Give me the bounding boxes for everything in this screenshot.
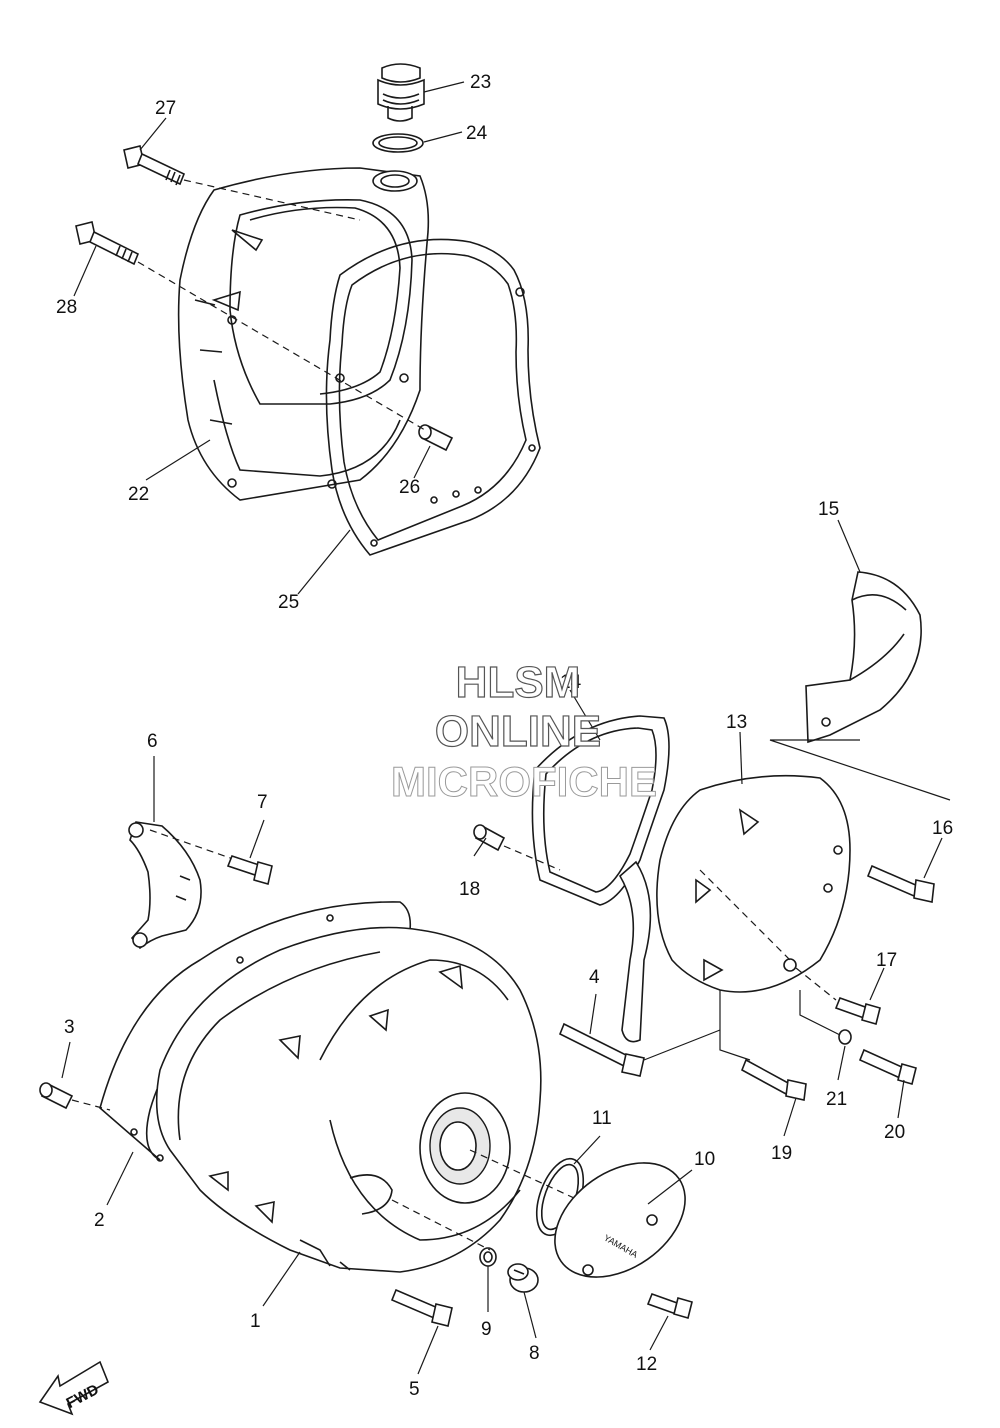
leader-lines [61, 81, 943, 1375]
label-part-28: 28 [56, 297, 77, 318]
bolt-5 [390, 1288, 453, 1327]
dowel-3 [39, 1082, 74, 1110]
bolt-27 [123, 145, 186, 186]
round-cover-10: YAMAHA [554, 1162, 686, 1278]
forward-direction-arrow: FWD [38, 1360, 110, 1416]
label-part-17: 17 [876, 950, 897, 971]
label-part-6: 6 [147, 731, 158, 752]
label-part-26: 26 [399, 477, 420, 498]
bolt-19 [740, 1058, 807, 1101]
label-part-1: 1 [250, 1311, 261, 1332]
label-part-7: 7 [257, 792, 268, 813]
label-part-19: 19 [771, 1143, 792, 1164]
watermark-line-2: ONLINE [435, 707, 601, 756]
o-ring-24 [372, 133, 424, 153]
label-part-18: 18 [459, 879, 480, 900]
part-number-labels: 23 24 27 28 22 26 25 15 14 13 6 7 16 18 … [56, 72, 953, 1400]
watermark-line-3: MICROFICHE [391, 758, 657, 805]
label-part-9: 9 [481, 1319, 492, 1340]
label-part-12: 12 [636, 1354, 657, 1375]
label-part-20: 20 [884, 1122, 905, 1143]
bolt-16 [866, 864, 935, 903]
bolt-20 [858, 1048, 917, 1085]
bell-housing [177, 167, 430, 501]
label-part-27: 27 [155, 98, 176, 119]
label-part-3: 3 [64, 1017, 75, 1038]
shroud-15 [805, 571, 922, 744]
cover-13 [656, 774, 851, 993]
pin-18 [473, 824, 506, 852]
bolt-28 [75, 221, 140, 266]
label-part-14: 14 [560, 672, 582, 693]
bracket-arm [618, 860, 652, 1043]
label-part-23: 23 [470, 72, 491, 93]
washer-21 [838, 1029, 852, 1045]
label-part-25: 25 [278, 592, 299, 613]
label-part-10: 10 [694, 1149, 715, 1170]
bracket-6 [128, 821, 202, 950]
label-part-15: 15 [818, 499, 839, 520]
watermark: HLSM ONLINE MICROFICHE [391, 657, 658, 805]
label-part-16: 16 [932, 818, 953, 839]
label-part-22: 22 [128, 484, 149, 505]
label-part-11: 11 [592, 1108, 612, 1129]
plug-8 [507, 1263, 539, 1293]
gasket-14 [531, 715, 670, 906]
label-part-13: 13 [726, 712, 747, 733]
gasket-25 [325, 238, 541, 556]
bolt-17 [834, 996, 881, 1025]
dowel-pin-26 [418, 424, 454, 452]
label-part-24: 24 [466, 123, 488, 144]
upper-assembly [75, 63, 541, 556]
bolt-4 [558, 1022, 645, 1077]
label-part-8: 8 [529, 1343, 540, 1364]
label-part-21: 21 [826, 1089, 847, 1110]
watermark-line-1: HLSM [456, 658, 581, 707]
screw-12 [646, 1292, 693, 1319]
label-part-2: 2 [94, 1210, 105, 1231]
crankcase-cover [99, 901, 542, 1273]
label-part-5: 5 [409, 1379, 420, 1400]
bolt-7 [226, 855, 273, 886]
washer-9 [479, 1247, 497, 1267]
filler-plug [377, 63, 425, 122]
label-part-4: 4 [589, 967, 600, 988]
